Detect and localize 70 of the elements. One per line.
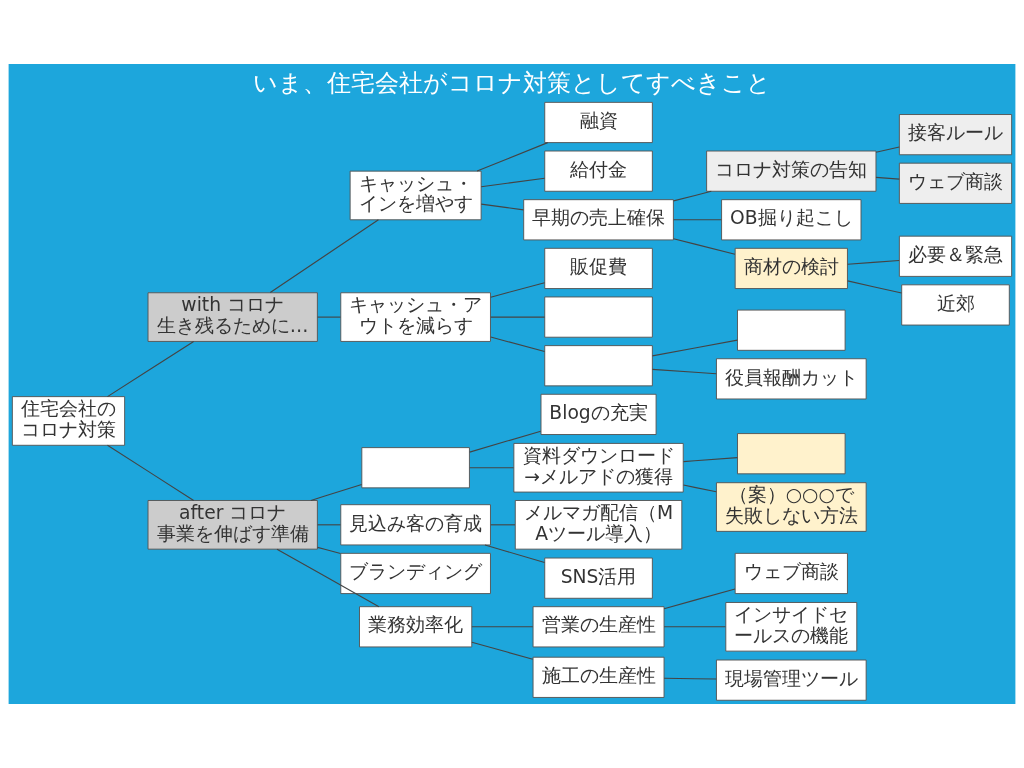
node-box: ウェブ商談 (898, 162, 1013, 204)
node-box: 資料ダウンロード→メルアドの獲得 (513, 442, 684, 493)
node-box: OB掘り起こし (721, 199, 862, 241)
node-box: 必要＆緊急 (898, 235, 1013, 277)
connector (471, 626, 534, 628)
node-box: 給付金 (544, 150, 653, 192)
connector (106, 444, 195, 501)
connector (673, 190, 712, 202)
diagram-title: いま、住宅会社がコロナ対策としてすべきこと (253, 67, 771, 97)
node-box: ブランディング (340, 552, 491, 595)
connector (682, 484, 717, 493)
node-box: 販促費 (544, 247, 653, 290)
connector (847, 259, 900, 265)
connector (310, 483, 363, 501)
connector (476, 142, 549, 172)
node-box: 融資 (544, 101, 653, 144)
node-box: （案）○○○で失敗しない方法 (715, 482, 867, 532)
node-box (544, 345, 653, 387)
connector (317, 524, 342, 526)
connector (663, 588, 736, 610)
node-box: after コロナ事業を伸ばす準備 (147, 500, 318, 550)
node-box: メルマガ配信（MAツール導入） (514, 500, 683, 550)
connector (269, 219, 379, 294)
connector (847, 280, 903, 294)
node-box: インサイドセールスの機能 (725, 602, 858, 652)
connector (673, 238, 736, 255)
connector (276, 548, 380, 608)
connector (490, 524, 516, 526)
connector (875, 146, 900, 153)
connector (682, 457, 738, 463)
node-box: 住宅会社のコロナ対策 (11, 396, 126, 446)
connector (673, 219, 722, 221)
connector (490, 316, 546, 318)
connector (480, 203, 525, 211)
node-box: 見込み客の育成 (340, 504, 491, 546)
connector (663, 626, 727, 628)
node-box: キャッシュ・アウトを減らす (340, 292, 491, 342)
connector (469, 467, 515, 469)
node-box: 現場管理ツール (715, 659, 867, 701)
node-box: 役員報酬カット (715, 358, 867, 400)
connector (469, 430, 542, 453)
node-box: 施工の生産性 (532, 656, 665, 698)
node-box (737, 309, 846, 351)
node-box: 早期の売上確保 (523, 199, 674, 241)
node-box (737, 433, 846, 475)
node-box: 近郊 (901, 284, 1010, 326)
node-box: 商材の検討 (734, 247, 848, 290)
node-box: with コロナ生き残るために… (147, 292, 318, 342)
node-box: 業務効率化 (359, 606, 473, 648)
node-box (544, 296, 653, 338)
node-box: 接客ルール (898, 114, 1013, 156)
connector (663, 677, 717, 680)
connector (480, 177, 546, 188)
connector (484, 544, 546, 564)
node-box: ウェブ商談 (734, 552, 848, 595)
connector (490, 282, 546, 298)
node-box: 営業の生産性 (532, 606, 665, 648)
node-box (361, 447, 470, 489)
connector (471, 641, 534, 660)
node-box: コロナ対策の告知 (706, 150, 877, 192)
connector (490, 336, 546, 353)
connector (875, 176, 900, 180)
node-box: SNS活用 (544, 557, 653, 599)
connector (651, 339, 738, 357)
node-box: キャッシュ・インを増やす (349, 170, 482, 221)
connector (106, 340, 195, 398)
node-box: Blogの充実 (540, 393, 657, 435)
connector (317, 546, 342, 555)
connector (317, 316, 342, 318)
connector (651, 368, 717, 375)
